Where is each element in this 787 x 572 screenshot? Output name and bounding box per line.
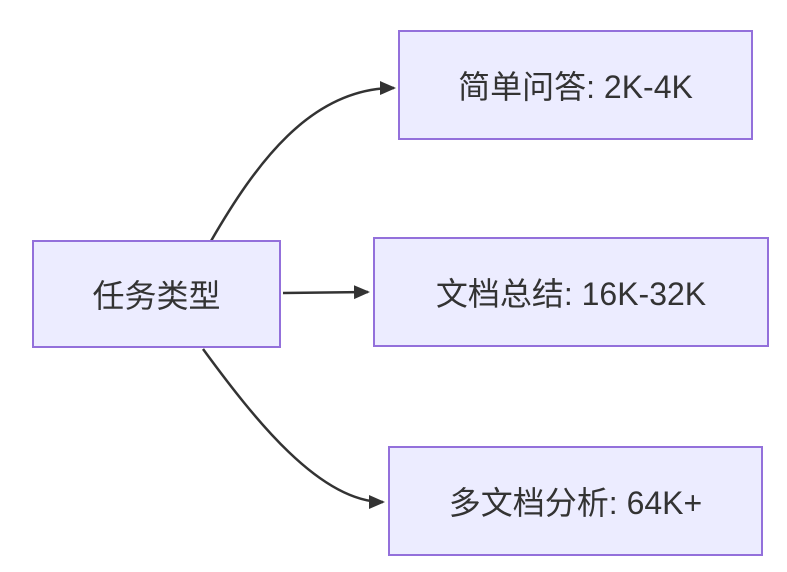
node-simple-qa: 简单问答: 2K-4K (398, 30, 753, 140)
node-simple-qa-label: 简单问答: 2K-4K (458, 69, 693, 105)
node-task-type: 任务类型 (32, 240, 281, 348)
node-doc-summary-label: 文档总结: 16K-32K (435, 276, 707, 312)
node-doc-summary: 文档总结: 16K-32K (373, 237, 769, 347)
node-multi-doc: 多文档分析: 64K+ (388, 446, 763, 556)
node-multi-doc-label: 多文档分析: 64K+ (448, 485, 703, 521)
edge-task-to-multi-doc (201, 348, 385, 509)
node-task-type-label: 任务类型 (92, 278, 221, 314)
edge-task-to-simple-qa (209, 81, 396, 242)
edge-task-to-doc-summary (282, 285, 370, 300)
